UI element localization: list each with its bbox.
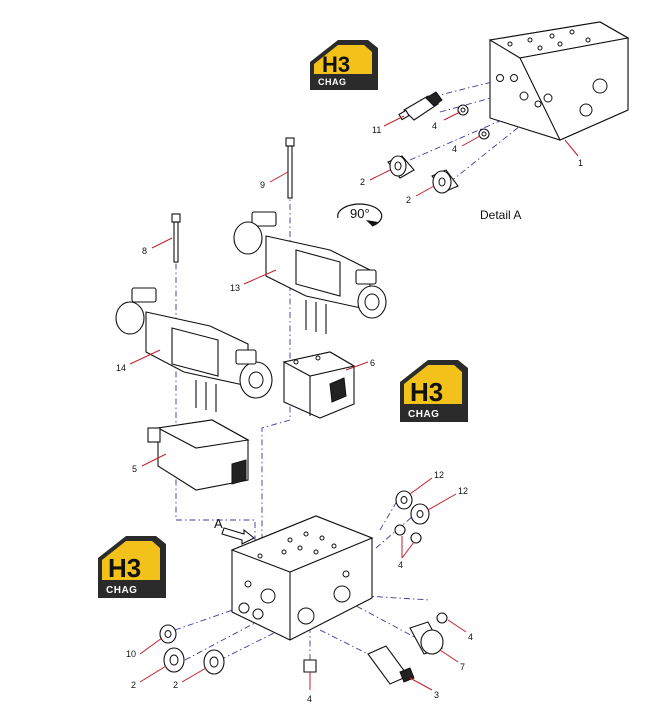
callout-2-detail-upper: 2 — [360, 169, 391, 187]
view-label: A — [214, 516, 223, 531]
logo-mark-text: H3 — [108, 553, 141, 583]
callout-number: 5 — [132, 464, 137, 474]
callout-number: 10 — [126, 649, 136, 659]
callout-number: 6 — [370, 358, 375, 368]
callout-2-main-left: 2 — [131, 665, 167, 690]
callout-4-detail-top: 4 — [432, 111, 461, 131]
plug-fitting — [303, 524, 448, 673]
callout-number: 4 — [452, 144, 457, 154]
callout-6: 6 — [345, 358, 375, 371]
callout-3: 3 — [409, 677, 439, 700]
callout-number: 2 — [360, 177, 365, 187]
callout-11: 11 — [372, 115, 405, 135]
callout-2-detail-lower: 2 — [406, 185, 435, 205]
callout-number: 4 — [432, 121, 437, 131]
detail-a-label: Detail A — [480, 208, 521, 222]
plug-fitting — [457, 104, 490, 140]
callout-number: 2 — [173, 680, 178, 690]
mounting-bolt — [171, 213, 181, 263]
callout-4-main-side: 4 — [447, 619, 473, 642]
adapter-fitting — [387, 155, 459, 194]
callout-number: 4 — [468, 632, 473, 642]
callout-4-main-bottom: 4 — [307, 672, 312, 704]
callout-number: 8 — [142, 246, 147, 256]
callout-14: 14 — [116, 349, 161, 373]
callout-7: 7 — [439, 649, 465, 672]
manifold-block-detail-a — [488, 21, 630, 141]
directional-valve-lower — [115, 287, 273, 412]
brand-logo-top: H3 CHAG — [310, 40, 378, 90]
callout-number: 4 — [307, 694, 312, 704]
callout-number: 1 — [578, 158, 583, 168]
callout-number: 2 — [406, 195, 411, 205]
callout-12-lower: 12 — [427, 486, 468, 511]
view-direction-arrow: A — [214, 516, 256, 545]
adapter-plate — [282, 351, 356, 419]
brand-logo-bottom: H3 CHAG — [98, 536, 166, 598]
logo-wordmark-text: CHAG — [106, 585, 137, 596]
rotation-label: 90° — [350, 206, 370, 221]
main-manifold-block — [230, 515, 374, 641]
callout-4-main-right: 4 — [398, 536, 415, 570]
callout-13: 13 — [230, 269, 277, 293]
callout-4-detail-middle: 4 — [452, 135, 481, 154]
callout-number: 14 — [116, 363, 126, 373]
callout-10: 10 — [126, 637, 163, 659]
adapter-fitting — [395, 490, 430, 525]
callout-number: 11 — [372, 125, 381, 135]
brand-logo-middle: H3 CHAG — [400, 360, 468, 422]
callout-1: 1 — [564, 139, 583, 168]
check-valve-cartridge — [409, 621, 444, 655]
directional-valve-upper — [233, 211, 387, 334]
rotation-indicator: 90° — [337, 203, 383, 227]
callout-number: 3 — [434, 690, 439, 700]
callout-number: 9 — [260, 180, 265, 190]
mounting-bolt-long — [285, 137, 295, 199]
callout-8: 8 — [142, 237, 173, 256]
callout-9: 9 — [260, 171, 289, 190]
callout-number: 4 — [398, 560, 403, 570]
pressure-switch — [398, 91, 443, 121]
callout-number: 12 — [458, 486, 468, 496]
logo-mark-text: H3 — [410, 377, 443, 407]
callout-number: 13 — [230, 283, 240, 293]
callout-number: 2 — [131, 680, 136, 690]
plug-fitting-left — [159, 624, 177, 644]
logo-wordmark-text: CHAG — [408, 409, 439, 420]
callout-5: 5 — [132, 453, 167, 474]
adapter-fitting-left — [163, 647, 225, 675]
callout-12-upper: 12 — [409, 470, 444, 495]
callout-number: 12 — [434, 470, 444, 480]
logo-mark-text: H3 — [322, 52, 350, 77]
pressure-sensor — [367, 645, 415, 685]
solenoid-valve-small — [147, 419, 250, 491]
logo-wordmark-text: CHAG — [318, 77, 347, 87]
callout-2-main-right: 2 — [173, 667, 207, 690]
callout-number: 7 — [460, 662, 465, 672]
